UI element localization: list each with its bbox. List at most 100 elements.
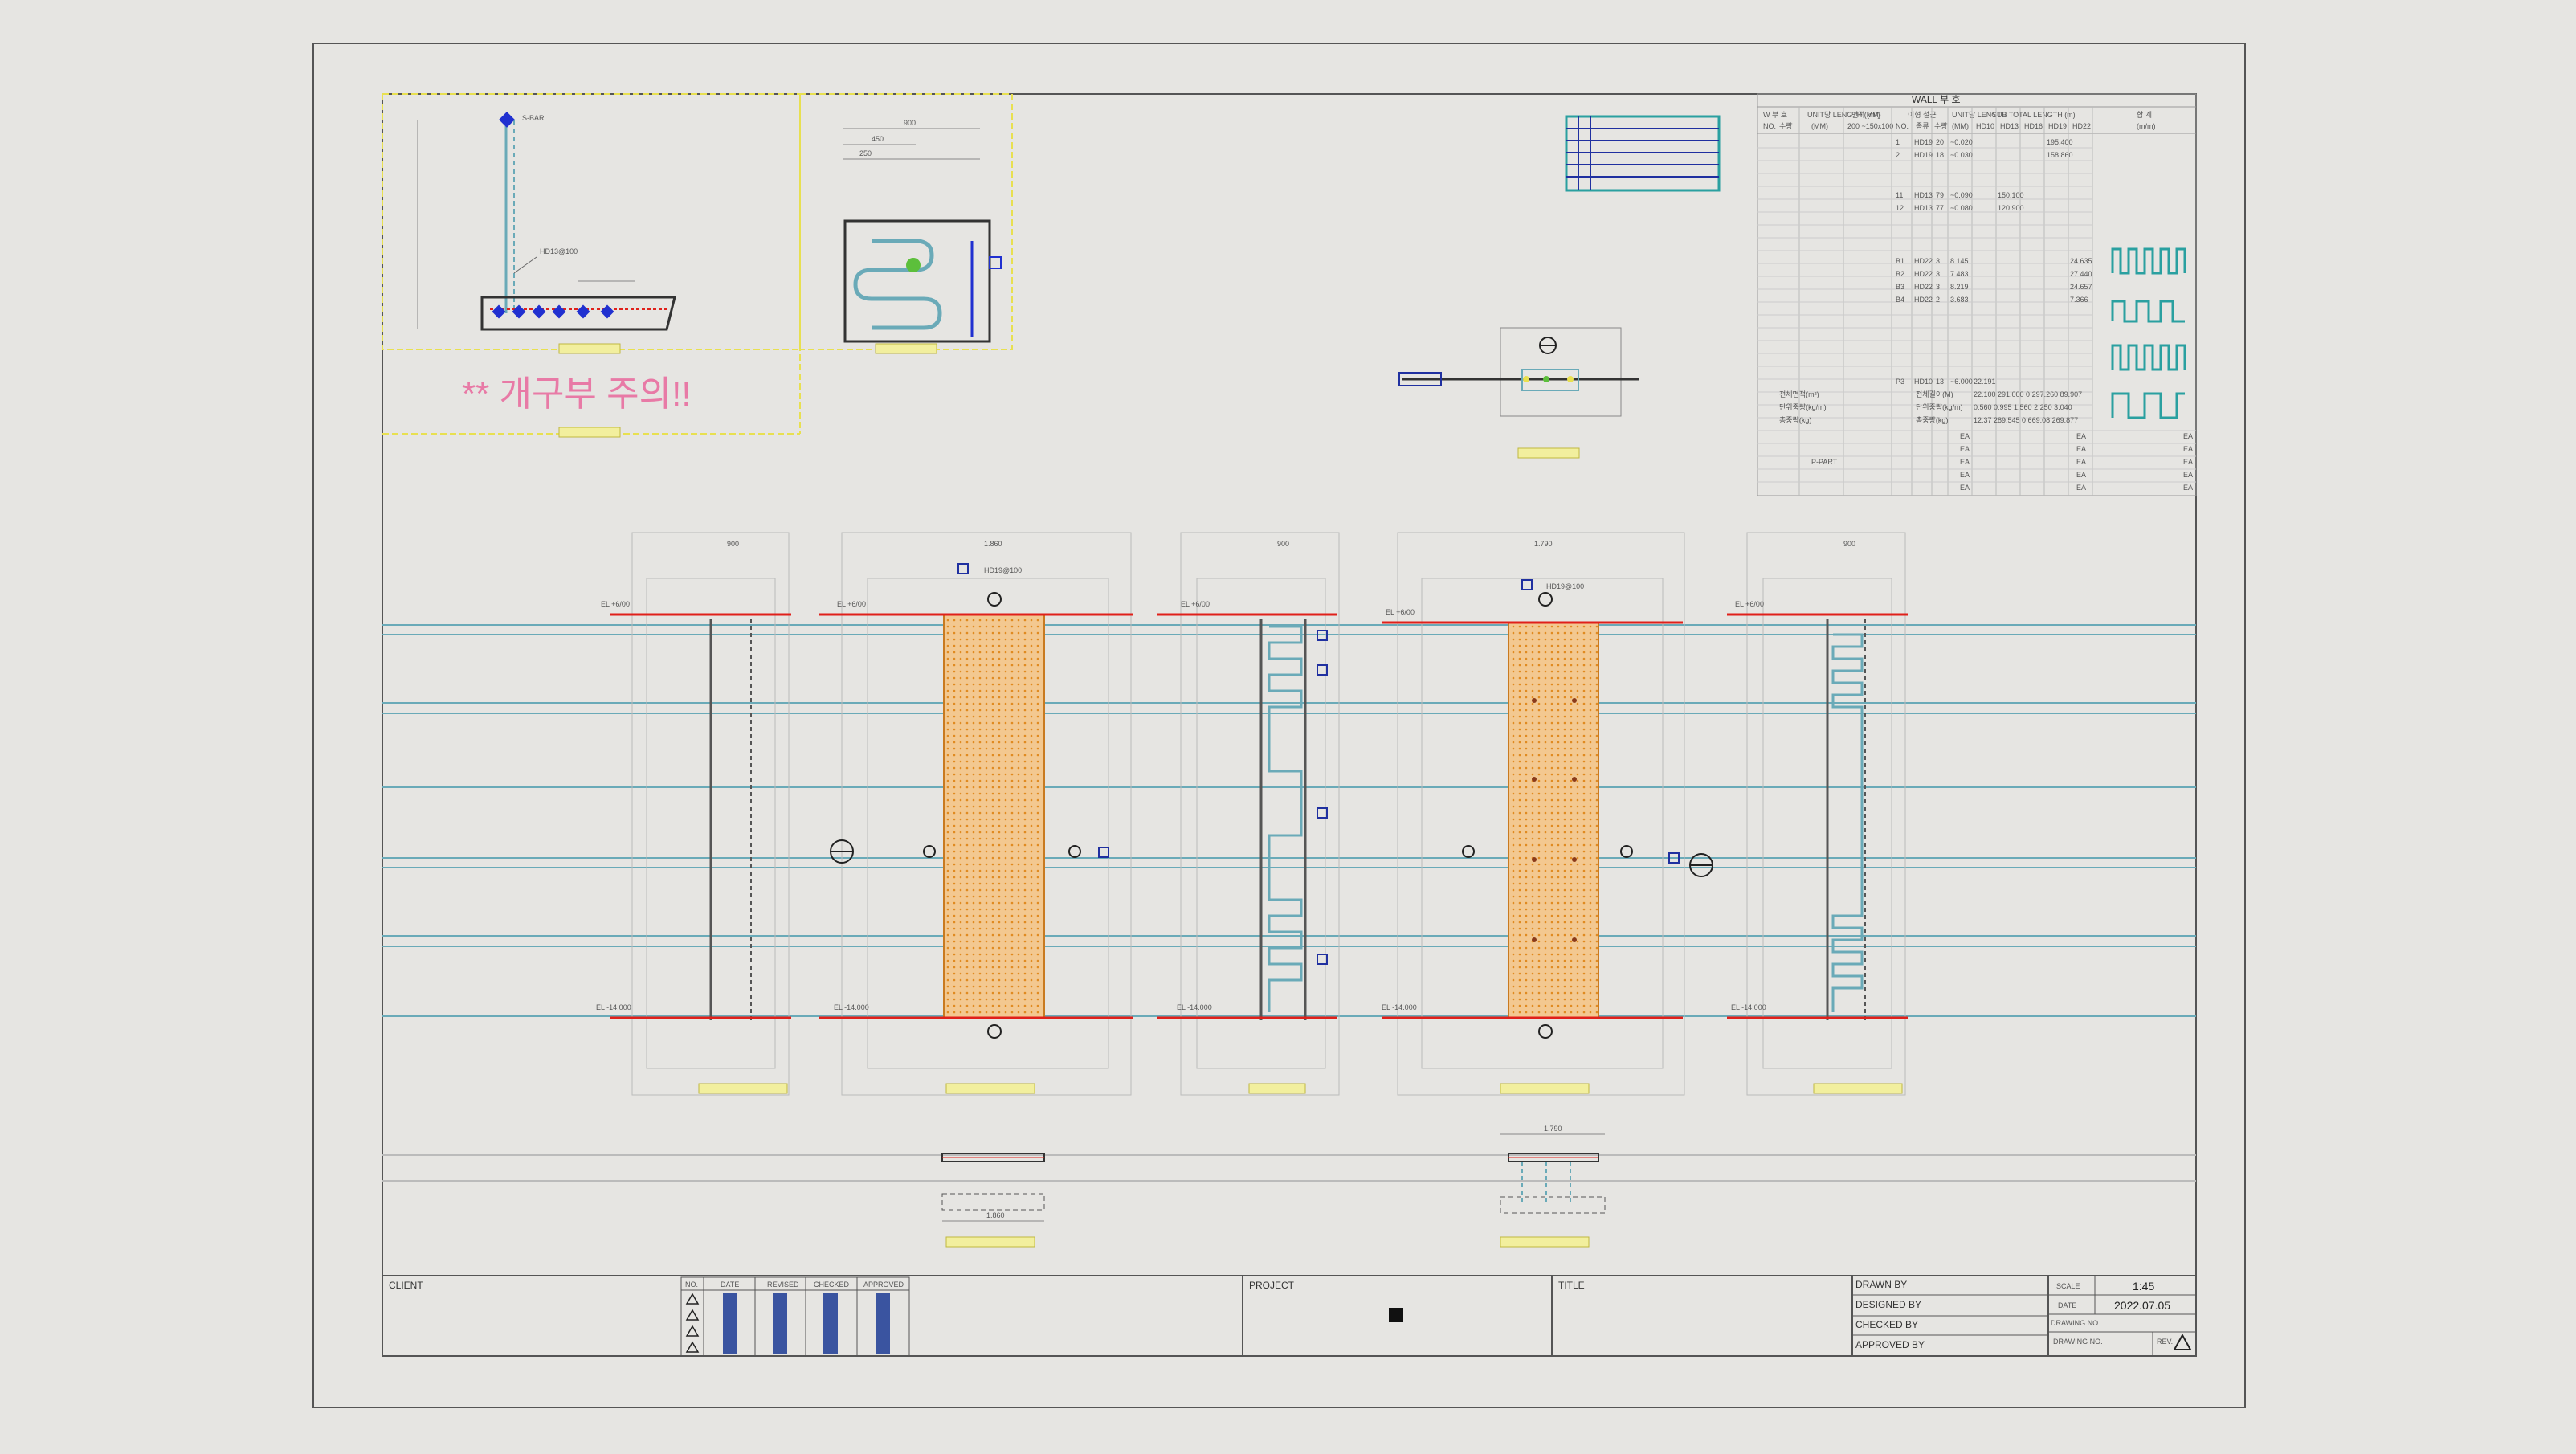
summary-weight-label-2: 총중량(kg) [1916, 415, 1948, 424]
row-b3-total: 24.657 [2070, 283, 2092, 291]
row-b1-total: 24.635 [2070, 257, 2092, 265]
summary-unit-label-2: 단위중량(kg/m) [1916, 402, 1963, 411]
row-b2-no: B2 [1896, 270, 1904, 278]
row-b4-qty: 2 [1936, 296, 1940, 304]
row-b1-len: 8.145 [1950, 257, 1969, 265]
row-b3-qty: 3 [1936, 283, 1940, 291]
diamond-icon [499, 112, 515, 128]
row-2-total: 158.860 [2047, 151, 2073, 159]
grid-lines [382, 624, 2196, 1017]
row-b4-len: 3.683 [1950, 296, 1969, 304]
sub-hd22: HD22 [2072, 122, 2091, 130]
revision-triangle-icons [685, 1293, 700, 1353]
title-label: TITLE [1558, 1280, 1585, 1291]
row-11-qty: 79 [1936, 191, 1944, 199]
summary-unit-values: 0.560 0.995 1.560 2.250 3.040 [1974, 403, 2072, 411]
sub-no: NO. [1763, 122, 1776, 130]
sub-type: 종류 [1916, 122, 1929, 130]
level-bottom-3: EL -14.000 [1177, 1003, 1212, 1011]
row-p3-no: P3 [1896, 378, 1904, 386]
elevation-4: EL +6/00 EL -14.000 1.790 HD19@100 [1382, 532, 1713, 1096]
title-block: CLIENT NO. DATE REVISED CHECKED APPROVED… [382, 1275, 2196, 1357]
sub-mm-2: (MM) [1952, 122, 1969, 130]
ea-3: EA [1960, 458, 1970, 466]
scale-value: 1:45 [2133, 1280, 2154, 1293]
row-p3-qty: 13 [1936, 378, 1944, 386]
row-p3-hd10: 22.191 [1974, 378, 1996, 386]
level-bottom-5: EL -14.000 [1731, 1003, 1766, 1011]
sub-hd19: HD19 [2048, 122, 2067, 130]
inner-frame [382, 93, 2197, 1357]
bottom-dim-1: 1.860 [986, 1211, 1005, 1219]
rev-header-no: NO. [685, 1280, 698, 1289]
legend-box [1565, 115, 1721, 192]
sub-hd13: HD13 [2000, 122, 2019, 130]
row-b3-len: 8.219 [1950, 283, 1969, 291]
col-area: 면적 (m²) [1851, 110, 1880, 119]
ea-11: EA [2183, 432, 2193, 440]
row-b1-qty: 3 [1936, 257, 1940, 265]
sub-spacing: 200 ~150x100 [1847, 122, 1893, 130]
warning-text: ** 개구부 주의!! [462, 374, 692, 414]
designed-by-label: DESIGNED BY [1855, 1299, 1921, 1310]
row-1-type: HD19 [1914, 138, 1933, 146]
drawing-no-label: DRAWING NO. [2053, 1338, 2103, 1346]
project-logo-square [1389, 1308, 1403, 1322]
row-11-type: HD13 [1914, 191, 1933, 199]
bar-shape-sketches [2111, 247, 2186, 419]
rebar-label: HD13@100 [540, 247, 578, 255]
col-rebar: 이형 철근 [1908, 111, 1937, 119]
elevation-2: EL +6/00 EL -14.000 1.860 HD19@100 [819, 532, 1133, 1096]
row-p3-type: HD10 [1914, 378, 1933, 386]
dim-top-5: 900 [1843, 540, 1855, 548]
sub-qty-2: 수량 [1934, 121, 1948, 130]
rev-header-revised: REVISED [767, 1280, 799, 1289]
ea-12: EA [2183, 445, 2193, 453]
sub-mm: (MM) [1811, 122, 1828, 130]
elevation-1: EL +6/00 EL -14.000 900 [596, 532, 791, 1096]
level-top-4: EL +6/00 [1386, 608, 1415, 616]
approved-by-label: APPROVED BY [1855, 1339, 1925, 1350]
row-b4-total: 7.366 [2070, 296, 2088, 304]
ea-7: EA [2076, 445, 2086, 453]
row-b3-no: B3 [1896, 283, 1904, 291]
revision-stamps [723, 1293, 890, 1354]
ea-13: EA [2183, 458, 2193, 466]
level-bottom-4: EL -14.000 [1382, 1003, 1417, 1011]
row-b4-type: HD22 [1914, 296, 1933, 304]
ea-4: EA [1960, 471, 1970, 479]
row-2-qty: 18 [1936, 151, 1944, 159]
sub-qty: 수량 [1779, 121, 1793, 130]
col-total: 합 계 [2137, 110, 2152, 119]
section-detail [1398, 327, 1639, 459]
ea-6: EA [2076, 432, 2086, 440]
sub-total-unit: (m/m) [2137, 122, 2156, 130]
summary-unit-label: 단위중량(kg/m) [1779, 402, 1827, 411]
dim-top-1: 900 [727, 540, 739, 548]
dim-450: 450 [872, 135, 884, 143]
s-bar-label: S-BAR [522, 114, 545, 122]
row-12-len: ~0.080 [1950, 204, 1973, 212]
ea-1: EA [1960, 432, 1970, 440]
row-11-no: 11 [1896, 191, 1903, 199]
summary-area-label: 전체면적(m²) [1779, 390, 1819, 398]
rev-header-approved: APPROVED [863, 1280, 904, 1289]
row-12-hd13: 120.900 [1998, 204, 2024, 212]
rev-header-date: DATE [721, 1280, 739, 1289]
row-1-no: 1 [1896, 138, 1900, 146]
row-2-type: HD19 [1914, 151, 1933, 159]
sub-hd10: HD10 [1976, 122, 1994, 130]
wall-table-title: WALL 부 호 [1912, 94, 1961, 105]
ea-2: EA [1960, 445, 1970, 453]
client-label: CLIENT [389, 1280, 423, 1291]
row-1-len: ~0.020 [1950, 138, 1973, 146]
ea-5: EA [1960, 484, 1970, 492]
row-12-type: HD13 [1914, 204, 1933, 212]
row-p3-len: ~6.000 [1950, 378, 1973, 386]
sub-no-2: NO. [1896, 122, 1909, 130]
ea-8: EA [2076, 458, 2086, 466]
level-top-3: EL +6/00 [1181, 600, 1210, 608]
row-b2-qty: 3 [1936, 270, 1940, 278]
col-w: W 부 호 [1763, 111, 1787, 119]
callout-1: HD19@100 [984, 566, 1022, 574]
